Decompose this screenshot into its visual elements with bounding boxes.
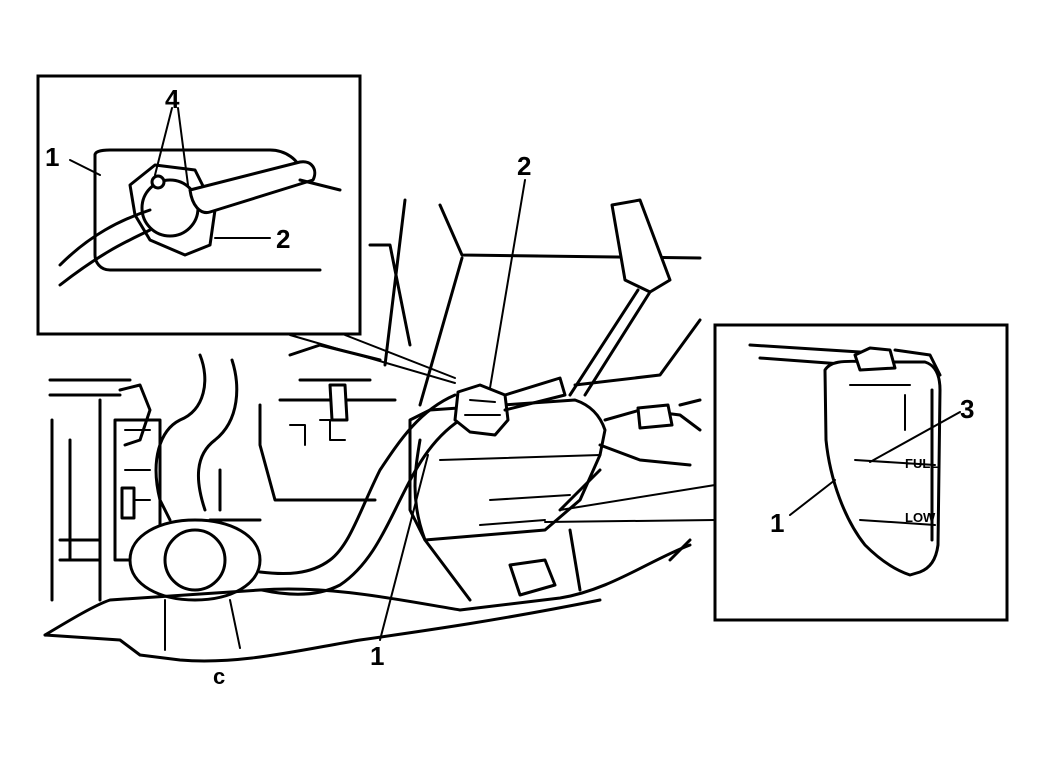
- pedal-bracket: [568, 198, 672, 397]
- coolant-reservoir: [408, 398, 607, 602]
- engine-bay-drawing: [43, 179, 716, 663]
- callout-main-2: 2: [517, 151, 531, 181]
- reservoir-cap: [453, 376, 567, 437]
- callout-inset-left-4: 4: [165, 84, 180, 114]
- engine-body: [208, 343, 397, 522]
- radiator-hose: [154, 353, 239, 522]
- full-level-mark: FULL: [905, 456, 938, 471]
- right-inset: [713, 323, 1009, 622]
- callout-inset-left-1: 1: [45, 142, 59, 172]
- overflow-hose: [258, 393, 462, 596]
- callout-inset-left-2: 2: [276, 224, 290, 254]
- low-level-mark: LOW: [905, 510, 936, 525]
- callout-inset-right-3: 3: [960, 394, 974, 424]
- cross-member: [43, 543, 692, 663]
- callout-main-1: 1: [370, 641, 384, 671]
- inset-reservoir-top: [58, 148, 342, 287]
- right-components: [508, 403, 702, 597]
- callout-inset-right-1: 1: [770, 508, 784, 538]
- leader-to-right-inset: [544, 484, 716, 523]
- stray-mark: c: [213, 664, 225, 689]
- leader-from-left-inset: [289, 334, 456, 384]
- radiator-cap: [128, 518, 262, 602]
- radiator-area: [48, 378, 162, 602]
- left-inset: [36, 74, 362, 336]
- inset-reservoir-tank: [823, 346, 942, 577]
